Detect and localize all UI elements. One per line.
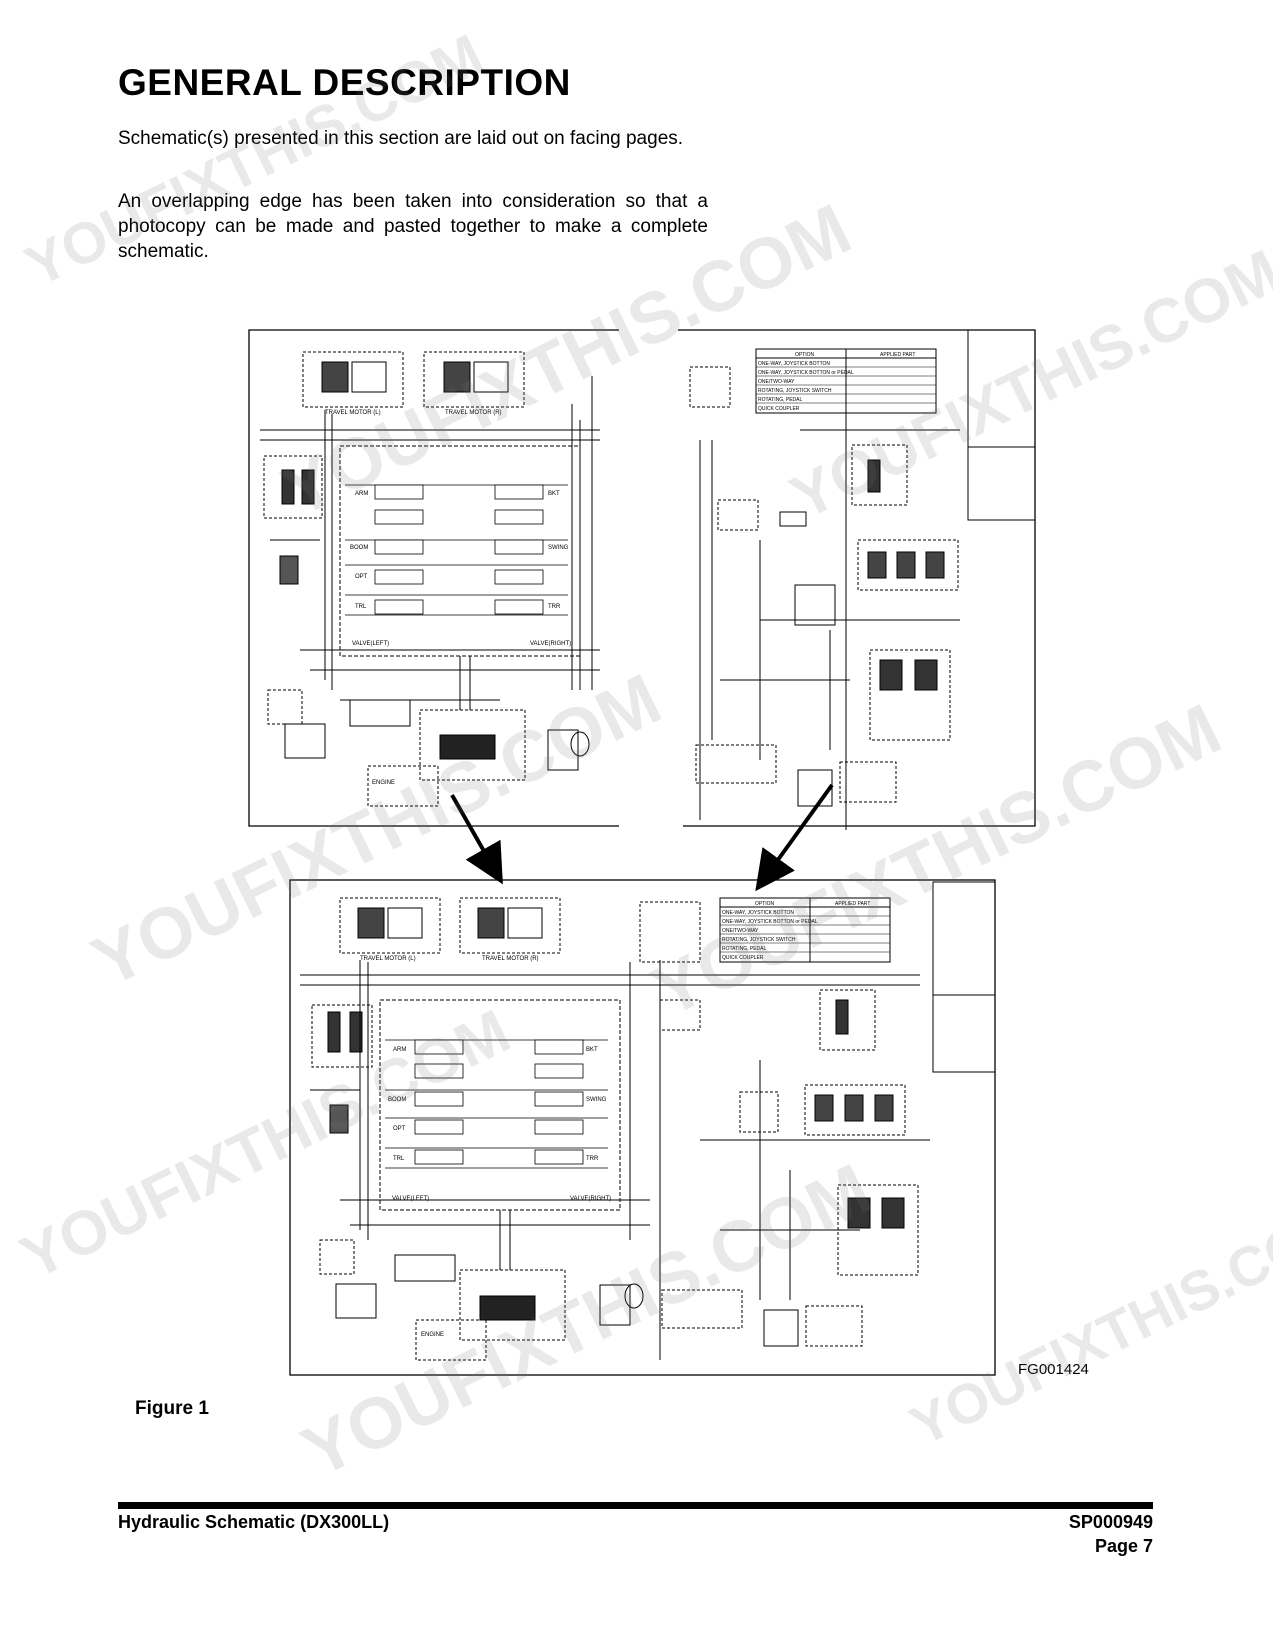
- label-bkt-lower: BKT: [586, 1047, 598, 1053]
- option-row-6-upper: QUICK COUPLER: [758, 406, 800, 412]
- intro-paragraph-2: An overlapping edge has been taken into …: [118, 191, 708, 262]
- footer-rule: [118, 1502, 1153, 1509]
- figure-label: Figure 1: [135, 1398, 209, 1419]
- label-swing-lower: SWING: [586, 1097, 607, 1103]
- option-row-4-lower: ROTATING, JOYSTICK SWITCH: [722, 937, 796, 943]
- option-row-5-upper: ROTATING, PEDAL: [758, 397, 802, 403]
- label-swing-upper: SWING: [548, 545, 569, 551]
- label-arm-upper: ARM: [355, 491, 368, 497]
- option-row-3-upper: ONE/TWO-WAY: [758, 379, 795, 385]
- label-engine-upper: ENGINE: [372, 780, 395, 786]
- label-arm-lower: ARM: [393, 1047, 406, 1053]
- option-row-5-lower: ROTATING, PEDAL: [722, 946, 766, 952]
- label-valve-left-lower: VALVE(LEFT): [392, 1196, 429, 1202]
- label-trl-lower: TRL: [393, 1156, 405, 1162]
- label-boom-lower: BOOM: [388, 1097, 406, 1103]
- label-applied-part-lower: APPLIED PART: [835, 901, 870, 907]
- figure-code: FG001424: [1018, 1361, 1089, 1378]
- label-valve-left-upper: VALVE(LEFT): [352, 641, 389, 647]
- label-bkt-upper: BKT: [548, 491, 560, 497]
- footer-doc-code: SP000949: [1068, 1512, 1153, 1532]
- option-row-1-lower: ONE-WAY, JOYSTICK BOTTON: [722, 910, 794, 916]
- label-valve-right-upper: VALVE(RIGHT): [530, 641, 571, 647]
- option-row-2-lower: ONE-WAY, JOYSTICK BOTTON or PEDAL: [722, 919, 818, 925]
- label-travel-motor-r-upper: TRAVEL MOTOR (R): [445, 410, 502, 416]
- option-row-3-lower: ONE/TWO-WAY: [722, 928, 759, 934]
- label-opt-upper: OPT: [355, 574, 368, 580]
- label-option-header-upper: OPTION: [795, 352, 815, 358]
- label-opt-lower: OPT: [393, 1126, 406, 1132]
- label-boom-upper: BOOM: [350, 545, 368, 551]
- label-valve-right-lower: VALVE(RIGHT): [570, 1196, 611, 1202]
- option-row-4-upper: ROTATING, JOYSTICK SWITCH: [758, 388, 832, 394]
- label-travel-motor-l-lower: TRAVEL MOTOR (L): [360, 956, 416, 962]
- label-travel-motor-r-lower: TRAVEL MOTOR (R): [482, 956, 539, 962]
- option-row-2-upper: ONE-WAY, JOYSTICK BOTTON or PEDAL: [758, 370, 854, 376]
- label-trl-upper: TRL: [355, 604, 367, 610]
- footer-page-number: Page 7: [1094, 1536, 1153, 1556]
- label-option-header-lower: OPTION: [755, 901, 775, 907]
- schematic-right-page: [678, 329, 1036, 830]
- footer-manual-title: Hydraulic Schematic (DX300LL): [118, 1512, 390, 1532]
- option-row-1-upper: ONE-WAY, JOYSTICK BOTTON: [758, 361, 830, 367]
- label-applied-part-upper: APPLIED PART: [880, 352, 915, 358]
- label-trr-upper: TRR: [548, 604, 561, 610]
- option-row-6-lower: QUICK COUPLER: [722, 955, 764, 961]
- control-valve-spools-lower: [414, 1039, 584, 1165]
- intro-paragraph-1: Schematic(s) presented in this section a…: [118, 128, 684, 149]
- control-valve-spools-upper: [374, 484, 544, 615]
- arrow-right-to-combined: [755, 783, 834, 892]
- schematic-combined: [289, 879, 996, 1376]
- label-trr-lower: TRR: [586, 1156, 599, 1162]
- schematic-left-page: [248, 329, 619, 827]
- page-title: GENERAL DESCRIPTION: [118, 62, 571, 103]
- arrow-left-to-combined: [450, 794, 503, 885]
- label-travel-motor-l-upper: TRAVEL MOTOR (L): [325, 410, 381, 416]
- label-engine-lower: ENGINE: [421, 1332, 444, 1338]
